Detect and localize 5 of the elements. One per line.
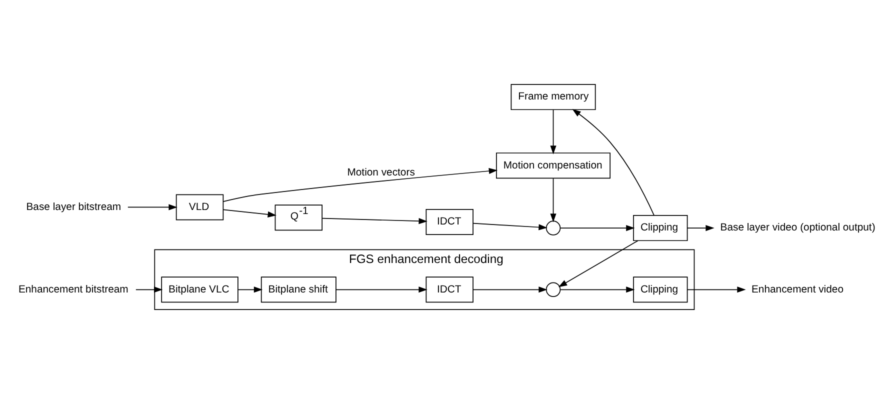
edge-label: Motion vectors — [347, 168, 415, 179]
node-text: Base layer bitstream — [26, 202, 122, 213]
node-text: Enhancement bitstream — [18, 284, 128, 296]
node-text: Base layer video (optional output) — [720, 222, 876, 234]
node-text: Enhancement video — [751, 284, 844, 296]
